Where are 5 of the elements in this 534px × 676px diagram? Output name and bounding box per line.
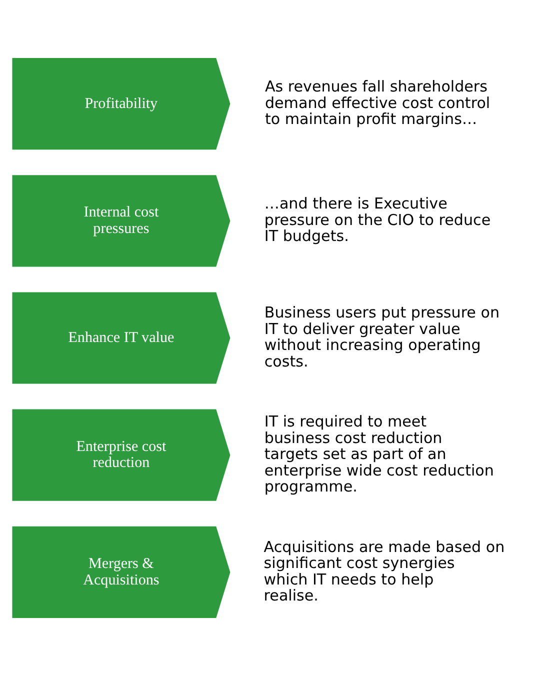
node-label: Acquisitions are made based on significant cost synergies which IT needs to help realise. [264,538,505,604]
node-label: Business users put pressure on IT to deliver greater value without increasing operating costs. [264,304,500,370]
node-label: As revenues fall shareholders demand effective cost control to maintain profit margins… [264,78,490,128]
node-label: …and there is Executive pressure on the CIO to reduce IT budgets. [264,194,491,246]
node-label: IT is required to meet business cost reduction targets set as part of an enterprise wide cost reduction programme. [264,412,494,496]
